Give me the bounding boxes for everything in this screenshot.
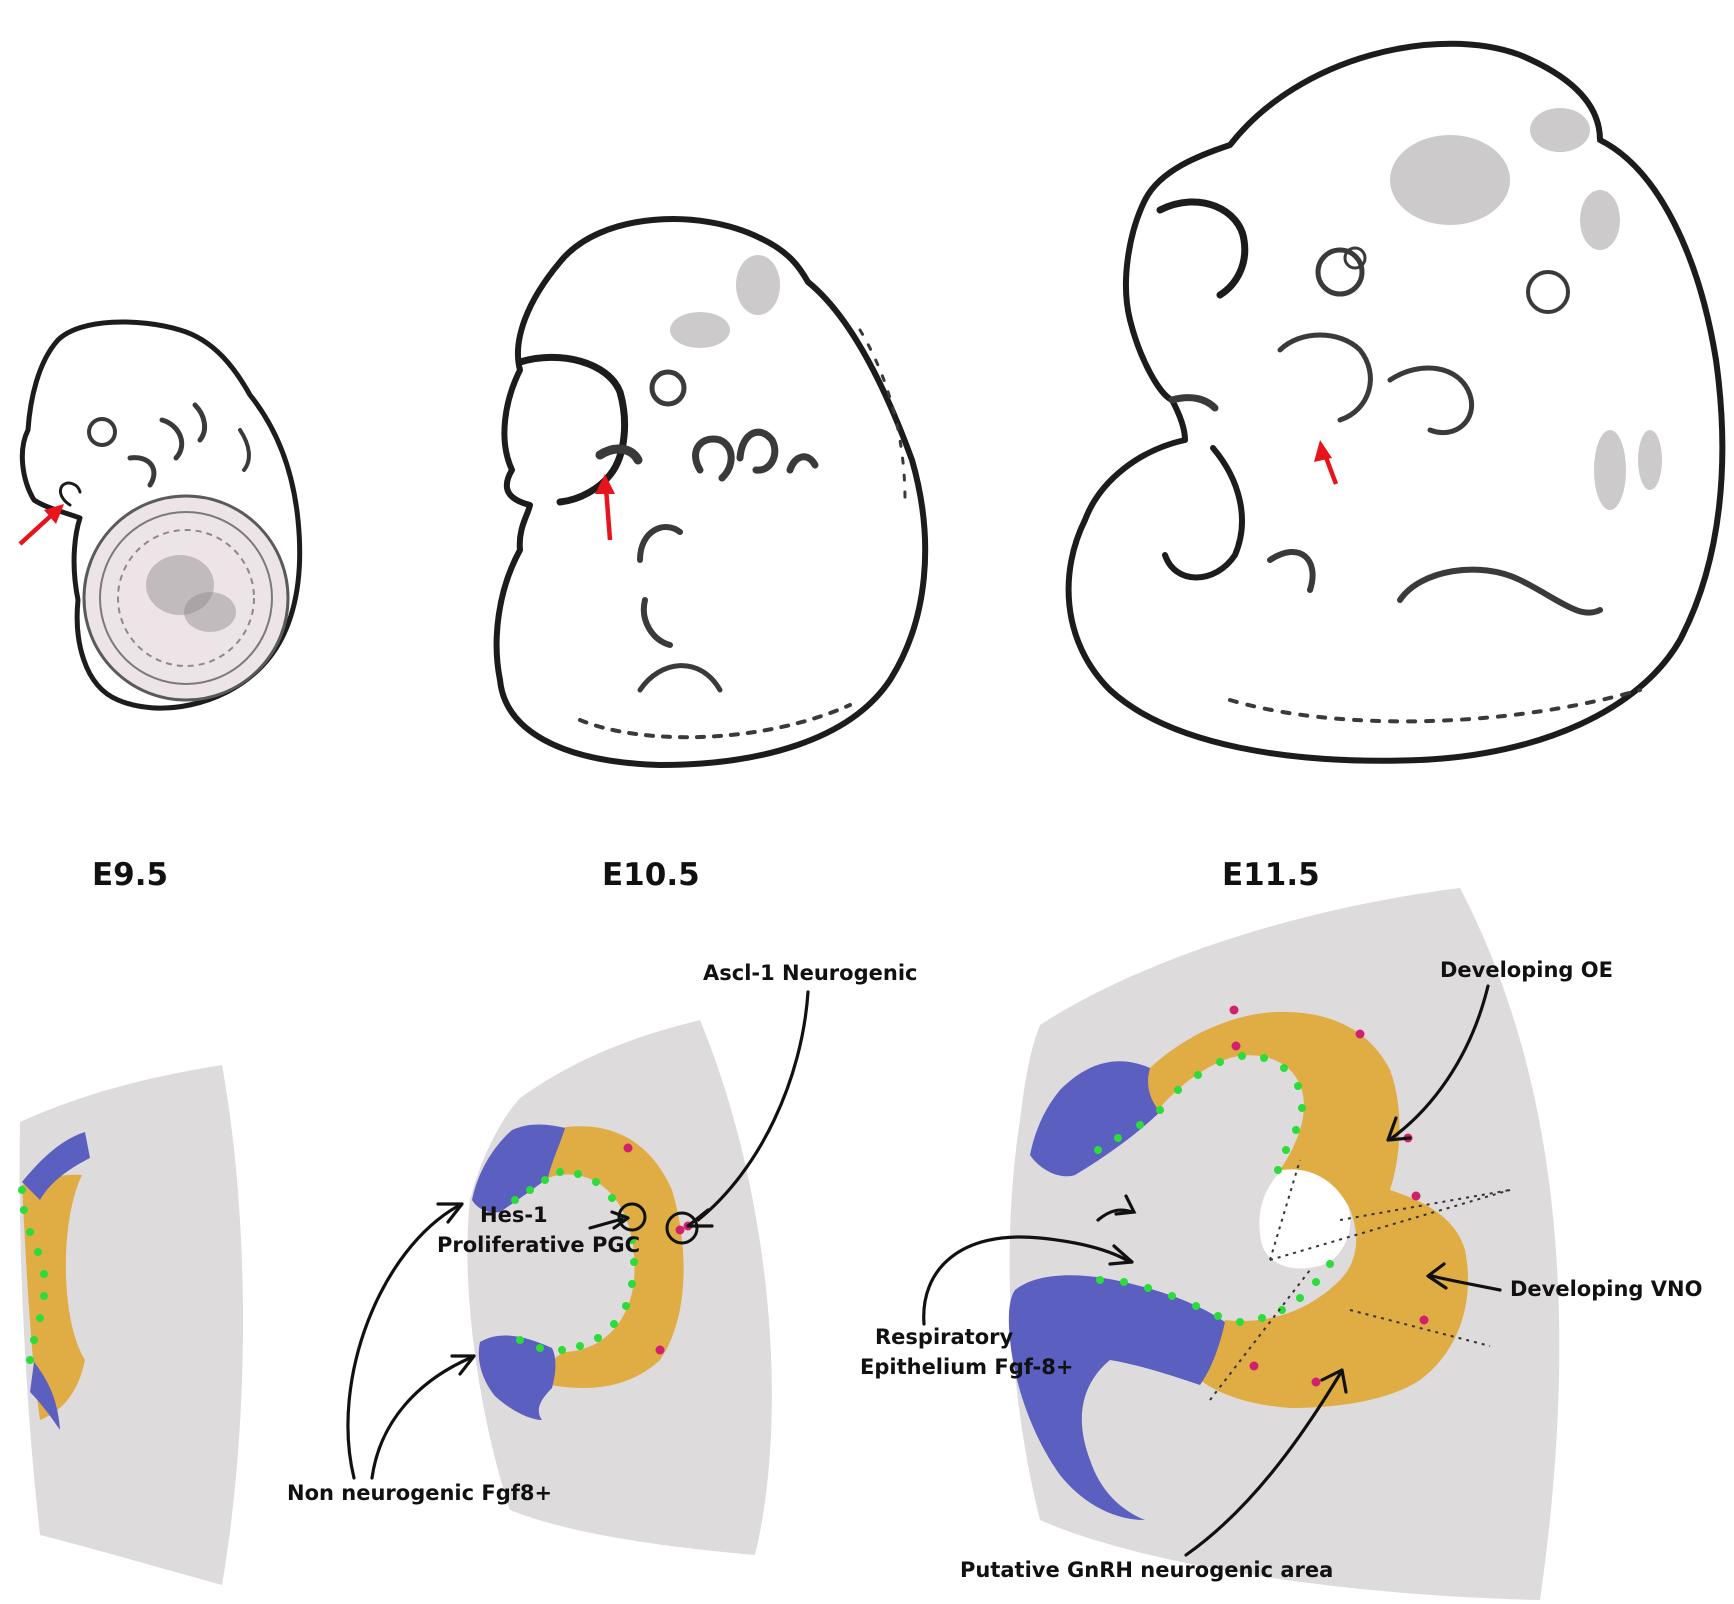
hes1-cell-dots-e11-5	[1094, 1052, 1334, 1326]
respiratory-arrow	[922, 1194, 1137, 1326]
respiratory-epithelium-e11-5-top	[1030, 1061, 1160, 1177]
respiratory-epithelium-e11-5-bottom	[1008, 1275, 1225, 1520]
neurogenic-region-e10-5	[544, 1126, 684, 1389]
non-neurogenic-region-e10-5-top	[472, 1124, 565, 1213]
non-neurogenic-region-e9-5-bottom	[30, 1362, 60, 1430]
nasal-placode-pointer-e10-5	[595, 474, 615, 541]
stage-label-e9-5: E9.5	[92, 857, 168, 893]
label-proliferative-pgc: Proliferative PGC	[437, 1233, 640, 1257]
neurogenic-region-e11-5	[1144, 1011, 1468, 1408]
vno-dotted-guides	[1209, 1159, 1511, 1401]
label-developing-vno: Developing VNO	[1510, 1277, 1702, 1301]
gnrh-arrow	[1184, 1368, 1348, 1557]
stage-label-e11-5: E11.5	[1222, 857, 1320, 893]
nasal-placode-pointer-e11-5	[1314, 440, 1339, 485]
section-e11-5	[1008, 888, 1560, 1600]
developing-vno-arrow	[1426, 1262, 1502, 1292]
embryo-e11-5	[1065, 40, 1726, 764]
label-respiratory: Respiratory	[875, 1325, 1013, 1349]
non-neurogenic-arrow-top	[346, 1202, 464, 1480]
hes1-highlight-circle	[617, 1202, 647, 1232]
section-e9-5	[18, 1065, 243, 1585]
developing-oe-arrow	[1386, 984, 1490, 1142]
ascl1-highlight-circle	[665, 1211, 699, 1245]
nasal-placode-pointer-e9-5	[18, 504, 64, 546]
non-neurogenic-region-e9-5-top	[22, 1132, 90, 1200]
neurogenic-region-e9-5	[22, 1174, 85, 1420]
section-e10-5	[467, 1020, 772, 1555]
label-non-neurogenic-fgf8: Non neurogenic Fgf8+	[287, 1481, 552, 1505]
hes1-arrow	[588, 1210, 630, 1230]
label-putative-gnrh-area: Putative GnRH neurogenic area	[960, 1558, 1333, 1582]
label-ascl1-neurogenic: Ascl-1 Neurogenic	[703, 961, 917, 985]
label-developing-oe: Developing OE	[1440, 958, 1613, 982]
label-epithelium-fgf8: Epithelium Fgf-8+	[860, 1355, 1073, 1379]
embryo-e10-5	[493, 216, 929, 768]
vno-lumen	[1259, 1169, 1351, 1269]
label-hes1: Hes-1	[480, 1203, 548, 1227]
hes1-cell-dots-e10-5	[511, 1168, 638, 1354]
non-neurogenic-region-e10-5-bottom	[478, 1335, 556, 1420]
ascl1-arrow	[686, 990, 810, 1228]
hes1-cell-dots-e9-5	[18, 1186, 48, 1364]
embryo-e9-5	[19, 319, 303, 711]
stage-label-e10-5: E10.5	[602, 857, 700, 893]
ascl1-cell-dots-e11-5	[1229, 1005, 1429, 1387]
non-neurogenic-arrow-bottom	[370, 1354, 476, 1480]
